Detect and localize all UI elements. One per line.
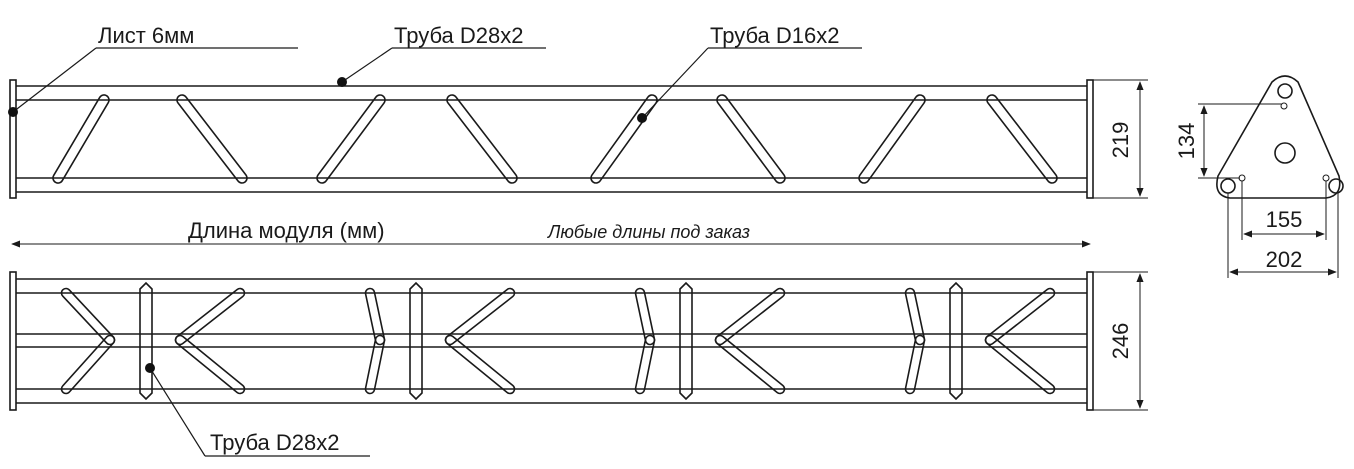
dim-155-text: 155 xyxy=(1266,207,1303,232)
side-diagonals xyxy=(52,94,1058,184)
module-length-label: Длина модуля (мм) xyxy=(188,218,385,243)
top-view-diagonal-tube xyxy=(904,334,926,395)
callout-pipe-bottom-text: Труба D28x2 xyxy=(210,430,339,455)
section-small-hole-right xyxy=(1322,174,1330,182)
callout-sheet-text: Лист 6мм xyxy=(98,23,194,48)
dim-219-text: 219 xyxy=(1108,122,1133,159)
end-plate-right xyxy=(1086,79,1094,199)
side-diagonal-tube xyxy=(176,94,248,184)
top-view-vertical-brace xyxy=(139,281,153,401)
side-diagonal-tube xyxy=(52,94,110,184)
side-diagonal-tube xyxy=(446,94,518,184)
callout-pipe-top-leader xyxy=(341,47,393,83)
top-view-vertical-brace xyxy=(409,281,423,401)
section-tube-top xyxy=(1277,83,1293,99)
top-view-vertical-brace xyxy=(949,281,963,401)
section-tube-right xyxy=(1328,178,1344,194)
callout-sheet-leader xyxy=(12,47,97,113)
callout-pipe-bottom-leader xyxy=(149,367,206,457)
callout-pipe-diag-dot xyxy=(637,113,647,123)
top-view-diagonal-tube xyxy=(60,334,116,395)
top-view-diagonal-tube xyxy=(174,334,246,395)
callout-pipe-bottom-dot xyxy=(145,363,155,373)
section-center-hole xyxy=(1274,142,1296,164)
top-view-diagonal-tube xyxy=(714,334,786,395)
dim-246-text: 246 xyxy=(1108,323,1133,360)
truss-dimensions: 219 246 Длина модуля (мм) Любые длины по… xyxy=(11,79,1148,411)
callout-pipe-top-dot xyxy=(337,77,347,87)
top-view-verticals xyxy=(139,281,963,401)
side-diagonal-tube xyxy=(590,94,658,184)
top-view-diagonal-tube xyxy=(984,334,1056,395)
callout-sheet-dot xyxy=(8,107,18,117)
top-view-vertical-brace xyxy=(679,281,693,401)
end-plate-left xyxy=(9,79,17,199)
top-view-diagonal-tube xyxy=(174,287,246,346)
side-view xyxy=(9,79,1094,199)
top-view-diagonal-tube xyxy=(444,287,516,346)
side-diagonal-tube xyxy=(858,94,926,184)
section-small-hole-top xyxy=(1280,102,1288,110)
top-view-end-plate-left xyxy=(9,271,17,411)
callout-pipe-diag-text: Труба D16x2 xyxy=(710,23,839,48)
top-view-diagonal-tube xyxy=(364,334,386,395)
dim-134-text: 134 xyxy=(1174,123,1199,160)
dim-202-text: 202 xyxy=(1266,247,1303,272)
top-view-diagonal-tube xyxy=(634,334,656,395)
top-view-diagonal-tube xyxy=(714,287,786,346)
side-diagonal-tube xyxy=(716,94,786,184)
side-diagonal-tube xyxy=(316,94,386,184)
any-length-label: Любые длины под заказ xyxy=(547,222,750,242)
section-tube-left xyxy=(1220,178,1236,194)
callout-pipe-top-text: Труба D28x2 xyxy=(394,23,523,48)
callout-pipe-diag-leader xyxy=(641,47,709,119)
callouts: Лист 6мм Труба D28x2 Труба D16x2 Труба D… xyxy=(8,23,862,457)
side-diagonal-tube xyxy=(986,94,1058,184)
top-view-diagonal-tube xyxy=(444,334,516,395)
top-view-diagonals xyxy=(60,287,1056,395)
top-view-diagonal-tube xyxy=(984,287,1056,346)
cross-section: 134 155 202 xyxy=(1174,75,1344,278)
top-view xyxy=(9,271,1094,411)
top-view-end-plate-right xyxy=(1086,271,1094,411)
